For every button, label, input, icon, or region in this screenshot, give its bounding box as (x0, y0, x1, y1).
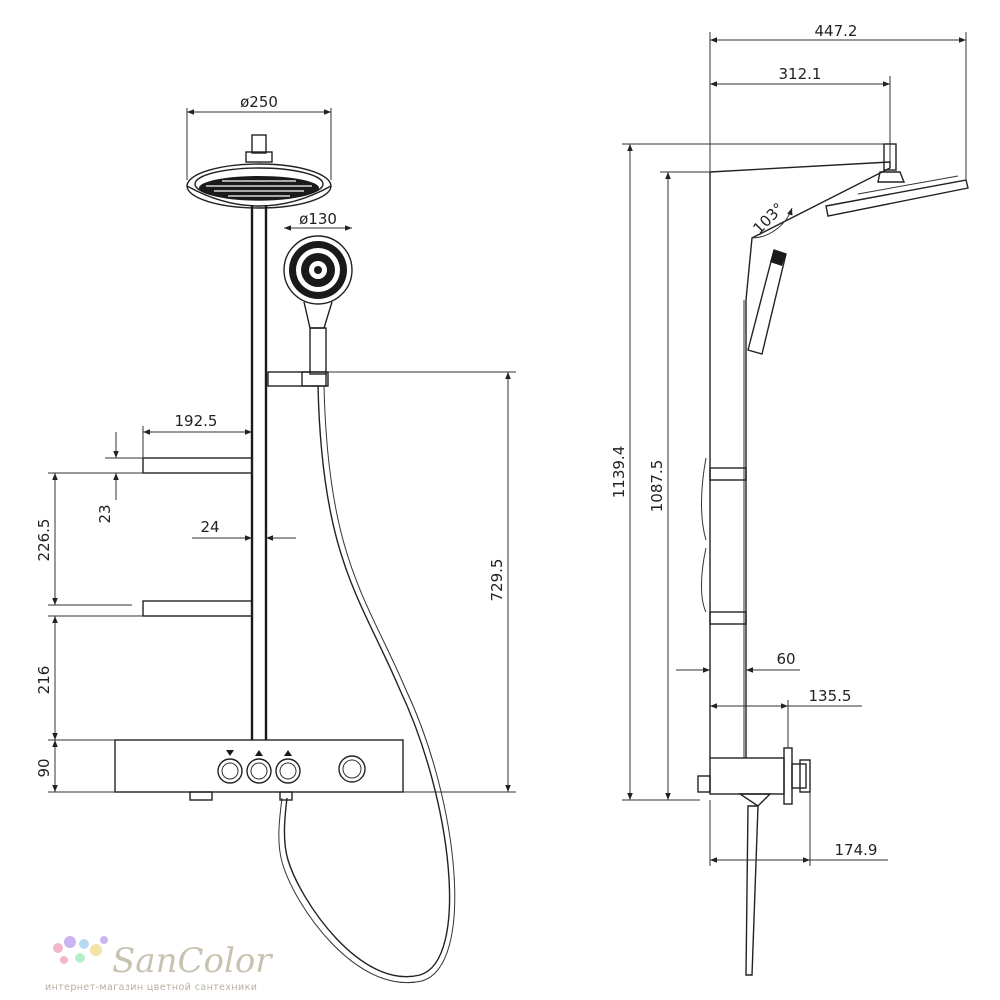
rain-shower-head (186, 134, 332, 209)
dim-arm-angle: 103° (749, 199, 787, 237)
dim-slider-height: 729.5 (488, 559, 506, 602)
sancolor-logo: SanColor интернет-магазин цветной сантех… (45, 936, 273, 993)
dim-spout-depth: 174.9 (835, 841, 878, 859)
mixer-box (114, 739, 404, 801)
side-view: 103° 447.2 312.1 1139.4 1087.5 60 135.5 (610, 22, 969, 976)
riser-bar (250, 205, 268, 740)
dim-bar-width: 24 (200, 518, 219, 536)
side-mixer (697, 747, 811, 976)
dim-shelf-spacing: 226.5 (35, 519, 53, 562)
logo-wordmark: SanColor (112, 941, 273, 981)
dim-total-height: 1139.4 (610, 446, 628, 499)
dim-arm-projection: 312.1 (779, 65, 822, 83)
dim-hand-diameter: ø130 (299, 210, 337, 228)
logo-dot (90, 944, 102, 956)
dim-shelf-thickness: 23 (96, 504, 114, 523)
logo-dot (53, 943, 63, 953)
logo-dots-icon (53, 936, 108, 964)
dim-column-height: 1087.5 (648, 460, 666, 513)
logo-dot (64, 936, 76, 948)
shelves (142, 457, 253, 617)
dim-column-depth: 60 (776, 650, 795, 668)
dim-shelf-to-mixer: 216 (35, 666, 53, 695)
dim-mixer-depth: 135.5 (809, 687, 852, 705)
logo-tagline: интернет-магазин цветной сантехники (45, 982, 257, 993)
logo-dot (60, 956, 68, 964)
side-rain-head (825, 143, 969, 217)
shower-hose (283, 385, 451, 978)
dim-mixer-height: 90 (35, 758, 53, 777)
logo-dot (100, 936, 108, 944)
column-body (701, 161, 891, 758)
side-hand-shower (747, 249, 787, 355)
dim-overall-projection: 447.2 (815, 22, 858, 40)
front-view: ø250 ø130 192.5 23 24 226.5 216 90 (35, 93, 516, 984)
logo-dot (79, 939, 89, 949)
dim-shelf-depth: 192.5 (175, 412, 218, 430)
dim-head-diameter: ø250 (240, 93, 278, 111)
hand-shower (267, 235, 353, 387)
logo-dot (75, 953, 85, 963)
